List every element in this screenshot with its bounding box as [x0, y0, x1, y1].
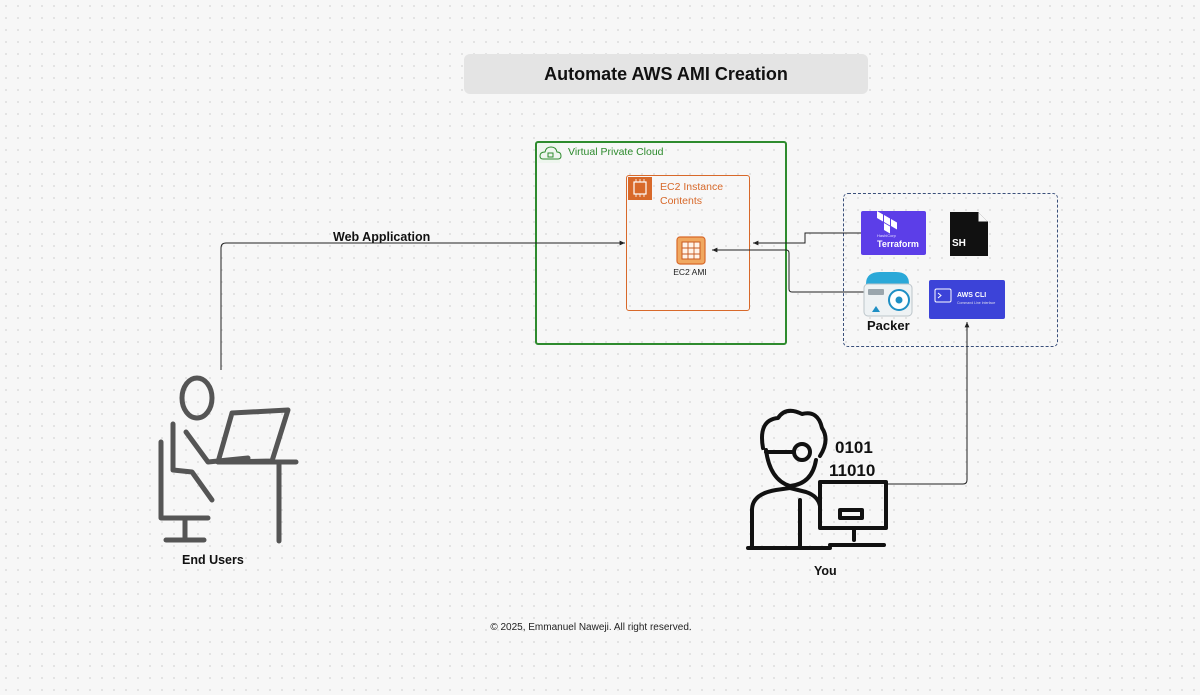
you-to-cli-connector [888, 322, 970, 485]
ec2-label-line1: EC2 Instance [660, 181, 724, 193]
end-users-label: End Users [182, 553, 244, 567]
packer-icon [863, 272, 913, 317]
terraform-logo [861, 211, 926, 255]
ec2-instance-label: EC2 Instance Contents [660, 180, 723, 208]
ec2-ami-label: EC2 AMI [673, 267, 707, 277]
developer-icon [746, 408, 888, 550]
aws-cli-sublabel: Command Line Interface [957, 301, 996, 305]
chip-icon [628, 177, 652, 200]
you-label: You [814, 564, 837, 578]
packer-to-ami-connector [712, 247, 866, 293]
svg-text:11010: 11010 [829, 461, 875, 480]
packer-label: Packer [867, 318, 910, 333]
web-application-label: Web Application [333, 230, 431, 244]
ec2-instance-container [626, 175, 750, 311]
web-application-connector [220, 240, 625, 370]
diagram-title: Automate AWS AMI Creation [464, 54, 868, 94]
shell-file-icon: SH [950, 212, 988, 256]
user-at-computer-icon [158, 375, 299, 544]
ami-icon [676, 236, 706, 265]
terraform-label: Terraform [877, 239, 919, 249]
aws-cli-label: AWS CLI [957, 292, 987, 299]
vpc-label: Virtual Private Cloud [568, 146, 664, 158]
terraform-to-ec2-connector [753, 232, 861, 246]
terraform-mark-icon [877, 211, 897, 234]
binary-digits-icon: 0101 11010 [829, 438, 875, 480]
svg-text:SH: SH [952, 238, 966, 249]
tools-group [843, 193, 1058, 347]
terminal-icon [934, 288, 952, 303]
copyright-footer: © 2025, Emmanuel Naweji. All right reser… [490, 622, 692, 633]
ec2-label-line2: Contents [660, 195, 703, 207]
aws-cli-logo [929, 280, 1005, 319]
svg-text:0101: 0101 [835, 438, 873, 457]
cloud-icon [538, 143, 562, 163]
terraform-sublabel: HashiCorp [877, 233, 896, 238]
